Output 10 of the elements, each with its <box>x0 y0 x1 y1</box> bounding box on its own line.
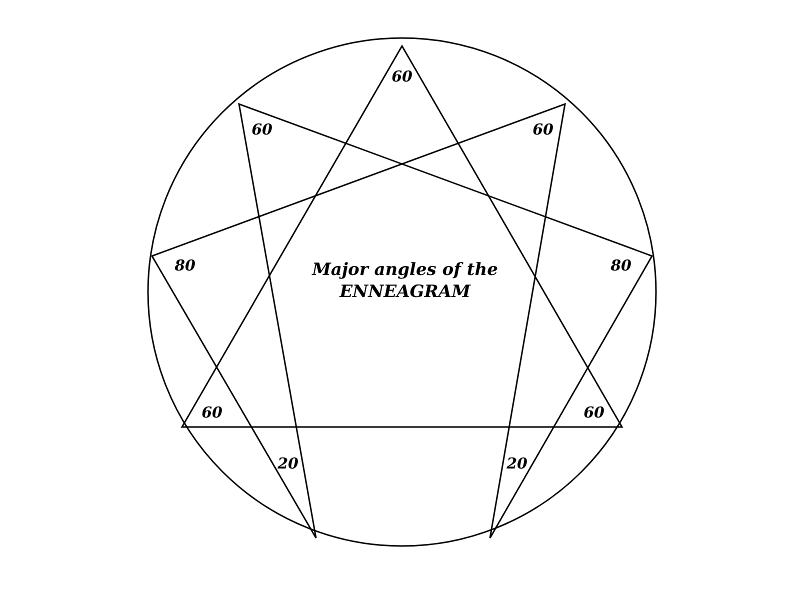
angle-label: 80 <box>174 258 196 274</box>
angle-label: 60 <box>202 406 222 420</box>
angle-label: 80 <box>610 258 632 274</box>
angle-label: 60 <box>252 122 272 138</box>
diagram-title: Major angles of the ENNEAGRAM <box>310 259 499 303</box>
angle-label: 60 <box>532 122 554 138</box>
angle-label: 60 <box>392 70 412 84</box>
angle-label: 20 <box>506 456 528 472</box>
angle-label: 20 <box>278 456 298 472</box>
angle-label: 60 <box>584 406 604 420</box>
